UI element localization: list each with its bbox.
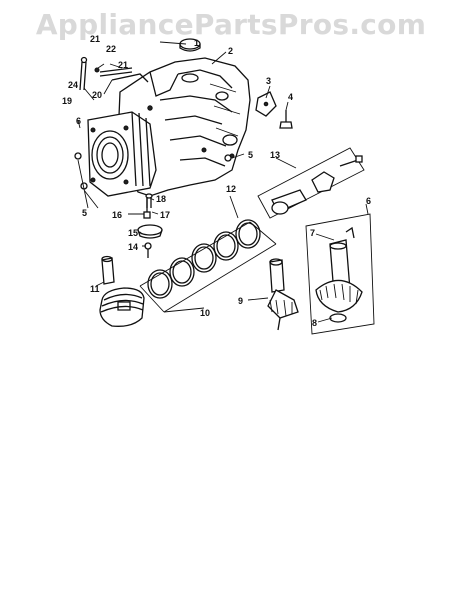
callout-5: 5 bbox=[248, 150, 253, 160]
leader-lines bbox=[77, 41, 369, 323]
callout-3: 3 bbox=[266, 76, 271, 86]
callout-24: 24 bbox=[68, 80, 78, 90]
callout-9: 9 bbox=[238, 296, 243, 306]
oil-fill-plug[interactable] bbox=[179, 38, 201, 52]
bracket[interactable] bbox=[255, 91, 277, 117]
callout-2: 2 bbox=[228, 46, 233, 56]
screw[interactable] bbox=[144, 242, 152, 258]
callout-21: 21 bbox=[118, 60, 128, 70]
callout-16: 16 bbox=[112, 210, 122, 220]
callout-10: 10 bbox=[200, 308, 210, 318]
piston-pin[interactable] bbox=[101, 255, 115, 285]
piston[interactable] bbox=[99, 287, 145, 327]
callout-15: 15 bbox=[128, 228, 138, 238]
watermark: AppliancePartsPros.com bbox=[35, 8, 427, 41]
callout-6: 6 bbox=[76, 116, 81, 126]
callout-18: 18 bbox=[156, 194, 166, 204]
cylinder-head-fins[interactable] bbox=[87, 111, 157, 197]
connecting-rod-set[interactable] bbox=[257, 147, 365, 219]
callout-11: 11 bbox=[90, 284, 100, 294]
callout-20: 20 bbox=[92, 90, 102, 100]
callouts: 1 2 3 4 5 5 6 6 7 8 9 10 11 12 13 14 15 … bbox=[62, 34, 371, 328]
callout-8: 8 bbox=[312, 318, 317, 328]
callout-1: 1 bbox=[194, 38, 199, 48]
callout-14: 14 bbox=[128, 242, 138, 252]
breather-tube-parts[interactable] bbox=[79, 56, 149, 91]
callout-12: 12 bbox=[226, 184, 236, 194]
camshaft-set[interactable] bbox=[305, 213, 375, 335]
piston-ring-set[interactable] bbox=[139, 219, 277, 313]
callout-7: 7 bbox=[310, 228, 315, 238]
washer[interactable] bbox=[74, 152, 82, 160]
bolt[interactable] bbox=[279, 110, 293, 129]
rod-bolt[interactable] bbox=[143, 198, 151, 219]
callout-13: 13 bbox=[270, 150, 280, 160]
callout-17: 17 bbox=[160, 210, 170, 220]
crankshaft[interactable] bbox=[267, 258, 299, 331]
piston-cap[interactable] bbox=[137, 224, 163, 239]
callout-22: 22 bbox=[106, 44, 116, 54]
callout-6: 6 bbox=[366, 196, 371, 206]
callout-4: 4 bbox=[288, 92, 293, 102]
callout-19: 19 bbox=[62, 96, 72, 106]
callout-21: 21 bbox=[90, 34, 100, 44]
callout-5: 5 bbox=[82, 208, 87, 218]
washer[interactable] bbox=[224, 154, 232, 162]
